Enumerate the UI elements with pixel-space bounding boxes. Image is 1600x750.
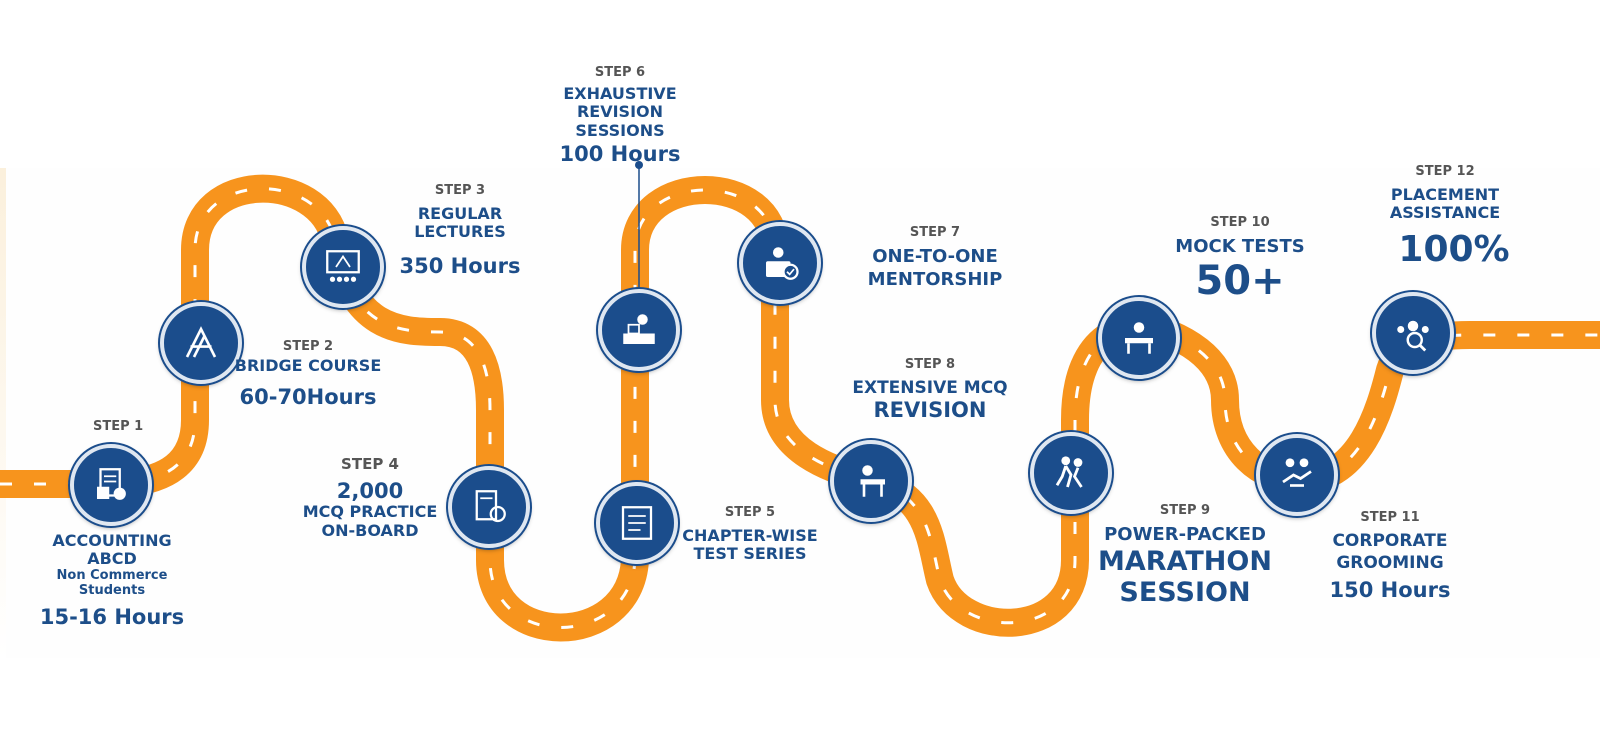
step-6-label: STEP 6 EXHAUSTIVE REVISION SESSIONS 100 …: [559, 65, 681, 167]
accounting-icon: [97, 468, 126, 500]
corporate-icon: [1282, 458, 1312, 487]
step-5-label: STEP 5 CHAPTER-WISE TEST SERIES: [682, 505, 818, 564]
placement-icon: [1397, 320, 1429, 352]
step-7-node[interactable]: [739, 222, 821, 304]
step-5-node[interactable]: [596, 482, 678, 564]
step-11-label: STEP 11 CORPORATE GROOMING 150 Hours: [1329, 510, 1451, 603]
step-3-label: STEP 3 REGULAR LECTURES 350 Hours: [399, 183, 521, 278]
step-9-node[interactable]: [1030, 432, 1112, 514]
mock-test-icon: [1125, 322, 1153, 354]
step-10-label: STEP 10 MOCK TESTS 50+: [1175, 215, 1305, 304]
mcq-practice-icon: [475, 490, 506, 523]
step-12-node[interactable]: [1372, 292, 1454, 374]
step6-pointer-dot: [635, 161, 643, 169]
background-edge: [0, 168, 6, 658]
step-12-label: STEP 12 PLACEMENT ASSISTANCE 100%: [1389, 164, 1510, 270]
step-1-details: ACCOUNTING ABCD Non Commerce Students 15…: [39, 531, 185, 629]
bridge-icon: [185, 326, 217, 358]
step-4-node[interactable]: [448, 466, 530, 548]
step-3-node[interactable]: [302, 226, 384, 308]
step-4-label: STEP 4 2,000 MCQ PRACTICE ON-BOARD: [302, 455, 438, 540]
classroom-icon: [326, 250, 360, 282]
revision-icon: [623, 314, 655, 344]
step-8-label: STEP 8 EXTENSIVE MCQ REVISION: [852, 357, 1008, 423]
step-11-node[interactable]: [1256, 434, 1338, 516]
step-8-node[interactable]: [830, 440, 912, 522]
marathon-icon: [1055, 456, 1083, 488]
step-10-node[interactable]: [1098, 297, 1180, 379]
step-6-node[interactable]: [598, 289, 680, 371]
step-9-label: STEP 9 POWER-PACKED MARATHON SESSION: [1098, 503, 1272, 608]
step-2-node[interactable]: [160, 302, 242, 384]
step-1-label: STEP 1: [40, 419, 180, 441]
step-number: STEP 1: [93, 419, 144, 434]
test-series-icon: [621, 506, 653, 540]
mentorship-icon: [766, 247, 799, 280]
step-7-label: STEP 7 ONE-TO-ONE MENTORSHIP: [867, 225, 1003, 290]
step-1-node[interactable]: [70, 444, 152, 526]
step-2-label: STEP 2 BRIDGE COURSE 60-70Hours: [234, 339, 382, 410]
mcq-revision-icon: [860, 465, 885, 497]
